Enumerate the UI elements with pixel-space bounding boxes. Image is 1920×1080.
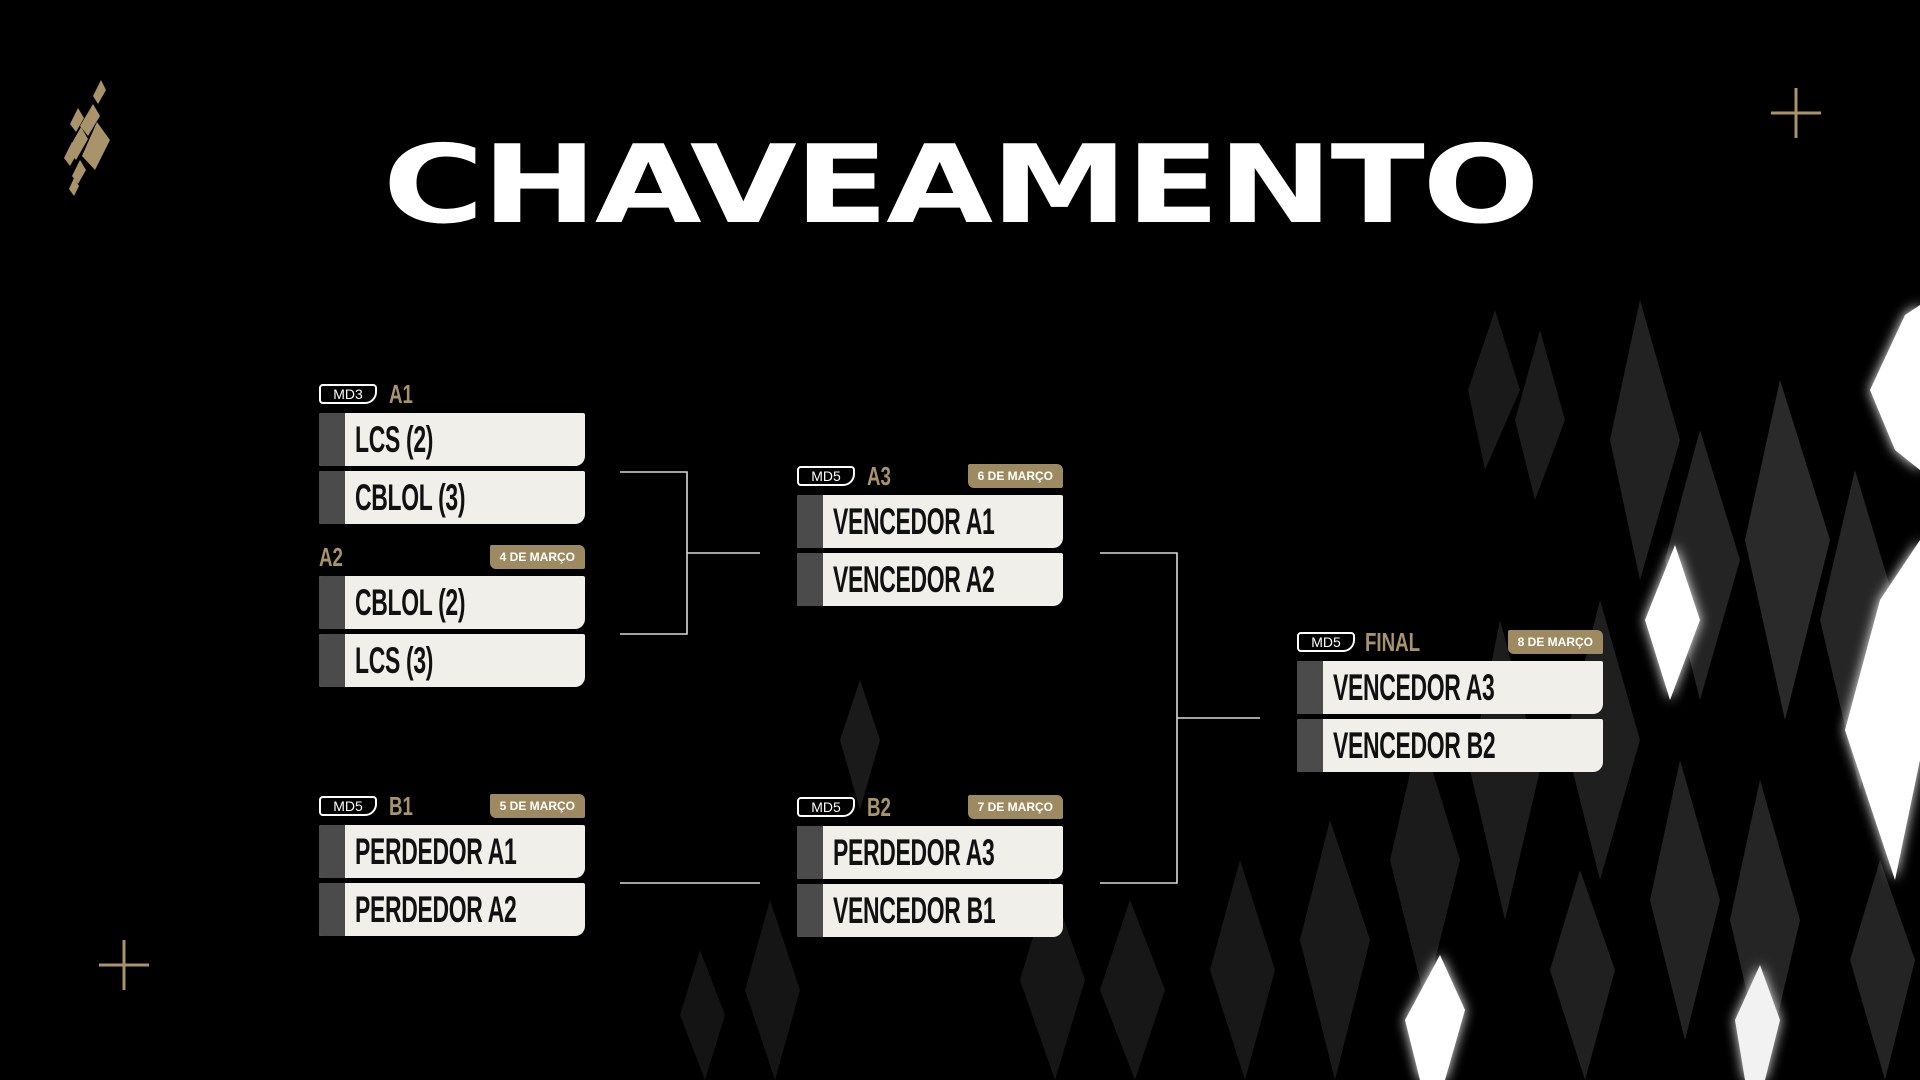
team-name: VENCEDOR A3 (1333, 667, 1495, 708)
match-header: MD5 FINAL 8 DE MARÇO (1297, 626, 1603, 656)
match-final: MD5 FINAL 8 DE MARÇO VENCEDOR A3 VENCEDO… (1297, 626, 1603, 772)
team-accent (797, 884, 823, 937)
format-badge: MD5 (797, 797, 855, 817)
date-badge: 5 DE MARÇO (489, 794, 585, 818)
date-badge: 8 DE MARÇO (1507, 630, 1603, 654)
page-title: CHAVEAMENTO (382, 123, 1540, 248)
date-badge: 4 DE MARÇO (489, 545, 585, 569)
match-code: B2 (867, 792, 891, 822)
glowing-shards (1405, 305, 1920, 1080)
format-badge: MD5 (797, 466, 855, 486)
team-name: VENCEDOR B2 (1333, 725, 1496, 766)
date-badge: 6 DE MARÇO (967, 464, 1063, 488)
team-slot: PERDEDOR A3 (797, 826, 1063, 879)
team-slot: LCS (3) (319, 634, 585, 687)
team-name: PERDEDOR A2 (355, 889, 517, 930)
team-name: VENCEDOR B1 (833, 890, 996, 931)
match-code: FINAL (1365, 627, 1421, 657)
team-accent (797, 826, 823, 879)
match-code: A1 (389, 379, 413, 409)
team-name: LCS (3) (355, 640, 434, 681)
team-slot: CBLOL (2) (319, 576, 585, 629)
team-accent (797, 495, 823, 548)
match-code: B1 (389, 791, 413, 821)
format-badge: MD5 (319, 796, 377, 816)
brand-logo-icon (64, 80, 110, 196)
match-header: MD5 A3 6 DE MARÇO (797, 460, 1063, 490)
match-header: MD5 B1 5 DE MARÇO (319, 790, 585, 820)
team-name: CBLOL (3) (355, 477, 466, 518)
team-accent (319, 471, 345, 524)
team-accent (1297, 719, 1323, 772)
match-b1: MD5 B1 5 DE MARÇO PERDEDOR A1 PERDEDOR A… (319, 790, 585, 936)
match-header: A2 4 DE MARÇO (319, 541, 585, 571)
match-a1: MD3 A1 LCS (2) CBLOL (3) (319, 378, 585, 524)
team-name: LCS (2) (355, 419, 434, 460)
team-name: VENCEDOR A2 (833, 559, 995, 600)
match-b2: MD5 B2 7 DE MARÇO PERDEDOR A3 VENCEDOR B… (797, 791, 1063, 937)
team-accent (1297, 661, 1323, 714)
team-name: VENCEDOR A1 (833, 501, 995, 542)
team-slot: LCS (2) (319, 413, 585, 466)
team-slot: PERDEDOR A1 (319, 825, 585, 878)
match-a2: A2 4 DE MARÇO CBLOL (2) LCS (3) (319, 541, 585, 687)
team-accent (319, 634, 345, 687)
team-name: PERDEDOR A1 (355, 831, 517, 872)
format-badge: MD3 (319, 384, 377, 404)
team-slot: VENCEDOR A2 (797, 553, 1063, 606)
match-code: A2 (319, 542, 343, 572)
team-accent (319, 825, 345, 878)
team-name: PERDEDOR A3 (833, 832, 995, 873)
team-slot: PERDEDOR A2 (319, 883, 585, 936)
team-slot: CBLOL (3) (319, 471, 585, 524)
team-slot: VENCEDOR A1 (797, 495, 1063, 548)
team-accent (319, 883, 345, 936)
connector-a3-b2 (1100, 552, 1178, 884)
team-slot: VENCEDOR A3 (1297, 661, 1603, 714)
team-slot: VENCEDOR B1 (797, 884, 1063, 937)
format-badge: MD5 (1297, 632, 1355, 652)
team-name: CBLOL (2) (355, 582, 466, 623)
team-accent (319, 576, 345, 629)
match-header: MD5 B2 7 DE MARÇO (797, 791, 1063, 821)
plus-icon (99, 940, 149, 990)
plus-icon (1771, 88, 1821, 138)
team-accent (797, 553, 823, 606)
connector-a1-a2 (620, 471, 688, 635)
team-slot: VENCEDOR B2 (1297, 719, 1603, 772)
match-a3: MD5 A3 6 DE MARÇO VENCEDOR A1 VENCEDOR A… (797, 460, 1063, 606)
match-header: MD3 A1 (319, 378, 585, 408)
team-accent (319, 413, 345, 466)
match-code: A3 (867, 461, 891, 491)
date-badge: 7 DE MARÇO (967, 795, 1063, 819)
